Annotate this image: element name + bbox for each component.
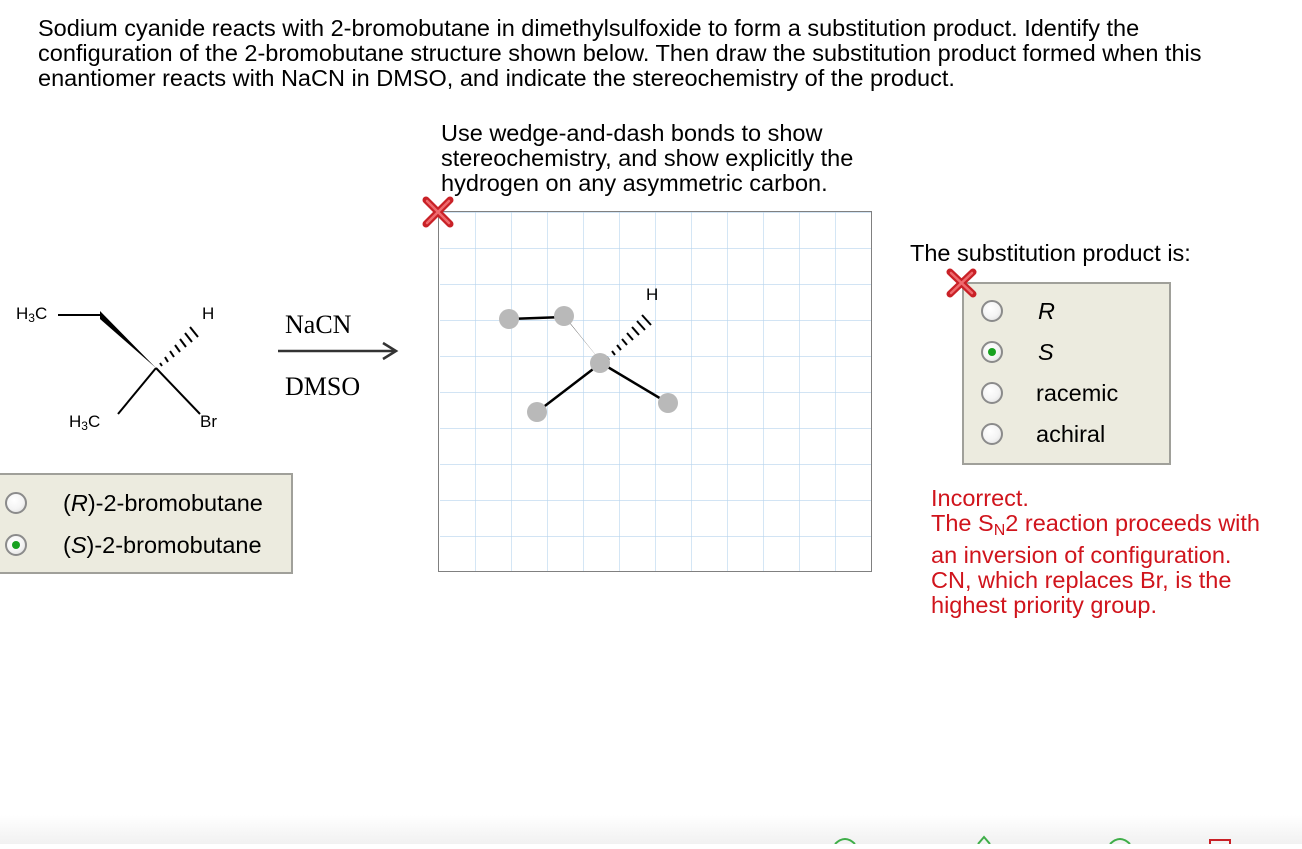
product-option-achiral-label: achiral <box>1036 421 1106 447</box>
bromine-label: Br <box>200 412 217 431</box>
product-option-racemic[interactable]: racemic <box>964 376 1169 412</box>
configuration-choice-panel: (R)-2-bromobutane (S)-2-bromobutane <box>0 473 293 574</box>
solvent-label: DMSO <box>285 372 361 401</box>
bottom-toolbar <box>0 815 1302 847</box>
product-option-achiral[interactable]: achiral <box>964 417 1169 453</box>
toolbar-icon-partial <box>834 838 856 845</box>
toolbar-icon-partial <box>1109 838 1131 845</box>
radio-product-r[interactable] <box>981 300 1003 322</box>
option-r-label: (R)-2-bromobutane <box>63 490 263 516</box>
product-option-s[interactable]: S <box>964 335 1169 371</box>
methyl-label-top: H3C <box>16 304 48 325</box>
radio-r-bromobutane[interactable] <box>5 492 27 514</box>
toolbar-icon-partial <box>977 835 991 845</box>
product-option-racemic-label: racemic <box>1036 380 1119 406</box>
product-error-x-icon <box>946 268 977 298</box>
canvas-grid <box>440 212 871 571</box>
toolbar-icon-partial <box>1209 839 1231 847</box>
drawing-error-x-icon <box>422 196 454 228</box>
radio-s-bromobutane[interactable] <box>5 534 27 556</box>
product-choice-panel: R S racemic achiral <box>962 282 1171 465</box>
drawing-instructions: Use wedge-and-dash bonds to show stereoc… <box>441 120 854 196</box>
product-option-s-label: S <box>1038 339 1054 365</box>
drawing-canvas[interactable] <box>438 211 872 572</box>
feedback-explanation: The SN2 reaction proceeds with an invers… <box>931 510 1260 618</box>
wedge-bond <box>100 311 156 368</box>
feedback-message: Incorrect. The SN2 reaction proceeds wit… <box>931 486 1261 618</box>
ethyl-bond <box>117 367 157 415</box>
c-br-bond <box>155 367 201 415</box>
methyl-label-bottom: H3C <box>69 412 101 433</box>
radio-product-achiral[interactable] <box>981 423 1003 445</box>
radio-product-s[interactable] <box>981 341 1003 363</box>
reagent-label: NaCN <box>285 310 352 339</box>
product-option-r[interactable]: R <box>964 294 1169 330</box>
drawn-hydrogen-label: H <box>646 285 659 304</box>
question-text: Sodium cyanide reacts with 2-bromobutane… <box>38 15 1202 91</box>
radio-product-racemic[interactable] <box>981 382 1003 404</box>
option-r-bromobutane[interactable]: (R)-2-bromobutane <box>0 485 290 521</box>
product-question-label: The substitution product is: <box>910 240 1191 266</box>
product-option-r-label: R <box>1038 298 1055 324</box>
hydrogen-label: H <box>202 304 215 323</box>
option-s-label: (S)-2-bromobutane <box>63 532 262 558</box>
feedback-title: Incorrect. <box>931 485 1029 511</box>
toolbar-icons <box>834 835 1231 847</box>
option-s-bromobutane[interactable]: (S)-2-bromobutane <box>0 527 290 563</box>
dash-bond <box>159 326 199 367</box>
